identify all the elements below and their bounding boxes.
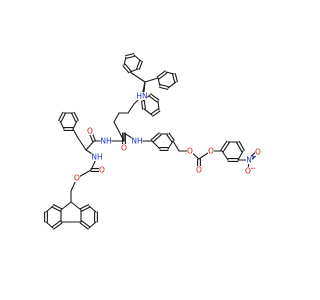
atom-label-o-amide-lys: O (121, 144, 127, 153)
single-bond (85, 140, 95, 151)
double-bond (124, 63, 132, 72)
single-bond (123, 56, 127, 66)
atom-label-background (73, 174, 81, 182)
single-bond (157, 77, 161, 87)
atom-label-nh-phe-lys: NH (100, 137, 111, 146)
single-bond (167, 140, 174, 150)
double-bond (220, 140, 228, 151)
atom-label-background (136, 92, 148, 100)
single-bond (129, 68, 139, 73)
single-bond (60, 201, 72, 211)
single-bond (143, 108, 153, 116)
double-bond (159, 84, 169, 88)
double-bond (136, 59, 141, 70)
atom-label-o-carbonate-carbonyl: O (196, 166, 202, 175)
double-bond (51, 220, 61, 228)
single-bond (172, 140, 180, 152)
bond-layer (44, 53, 260, 230)
atom-label-o-nitro-a: O (255, 148, 261, 157)
double-bond (51, 206, 61, 212)
double-bond (53, 204, 63, 210)
double-bond (236, 142, 243, 153)
double-bond (148, 95, 158, 103)
single-bond (88, 205, 97, 213)
double-bond (58, 111, 64, 121)
atom-label-background (195, 166, 203, 174)
atom-label-nh-fmoc: NH (91, 153, 102, 162)
atom-label-nh-anilide: NH (131, 137, 142, 146)
atom-label-background (86, 127, 94, 135)
atom-label-background (245, 156, 253, 164)
single-bond (113, 112, 120, 123)
single-bond (72, 120, 78, 130)
double-bond (125, 55, 135, 59)
atom-label-background (244, 167, 252, 175)
double-bond (159, 86, 169, 90)
single-bond (59, 120, 65, 130)
double-bond (81, 206, 91, 212)
atom-label-o-aryl: O (208, 147, 214, 156)
atom-label-background (100, 137, 112, 145)
double-bond (222, 142, 230, 153)
double-bond (71, 113, 77, 123)
atom-label-o-amide-phe: O (87, 127, 93, 136)
single-bond (144, 77, 159, 83)
single-bond (151, 140, 161, 150)
double-bond (172, 73, 176, 83)
atom-label-o-fmoc-ester: O (74, 174, 80, 183)
double-bond (53, 222, 63, 230)
double-bond (150, 93, 160, 101)
double-bond (138, 60, 143, 71)
double-bond (152, 134, 162, 143)
double-bond (125, 53, 135, 57)
single-bond (70, 201, 82, 211)
single-bond (127, 103, 135, 114)
atom-label-o-benzyl: O (187, 147, 193, 156)
single-bond (237, 150, 244, 161)
double-bond (79, 222, 89, 230)
atom-label-background (98, 166, 106, 174)
atom-label-background (120, 144, 128, 152)
single-bond (157, 100, 160, 111)
double-bond (152, 110, 161, 117)
double-bond (238, 140, 245, 151)
atom-label-background (207, 147, 215, 155)
atom-label-nitro-charge-minus: − (250, 164, 256, 173)
double-bond (150, 108, 159, 115)
double-bond (60, 113, 66, 123)
atom-label-nitro-charge-plus: + (250, 153, 256, 162)
double-bond (122, 65, 130, 74)
double-bond (174, 73, 178, 83)
single-bond (165, 71, 175, 75)
double-bond (141, 100, 144, 110)
atom-label-o-nitro-b: O (245, 167, 251, 176)
atom-label-background (131, 137, 143, 145)
double-bond (158, 72, 168, 80)
atom-label-n-nitro: N (246, 156, 252, 165)
double-bond (79, 204, 89, 210)
double-bond (81, 220, 91, 228)
double-bond (168, 132, 175, 141)
atom-label-nh-trityl: HN (136, 92, 147, 101)
atom-label-o-fmoc-carbonyl: O (99, 166, 105, 175)
double-bond (143, 100, 146, 110)
double-bond (150, 132, 160, 141)
double-bond (166, 134, 173, 143)
single-bond (129, 71, 146, 83)
single-bond (221, 150, 229, 161)
atom-label-background (91, 153, 103, 161)
atom-label-background (186, 147, 194, 155)
single-bond (167, 81, 177, 89)
single-bond (77, 137, 87, 151)
atom-label-background (254, 148, 262, 156)
double-bond (73, 111, 79, 121)
single-bond (45, 205, 54, 213)
double-bond (156, 70, 166, 78)
single-bond (72, 128, 79, 139)
